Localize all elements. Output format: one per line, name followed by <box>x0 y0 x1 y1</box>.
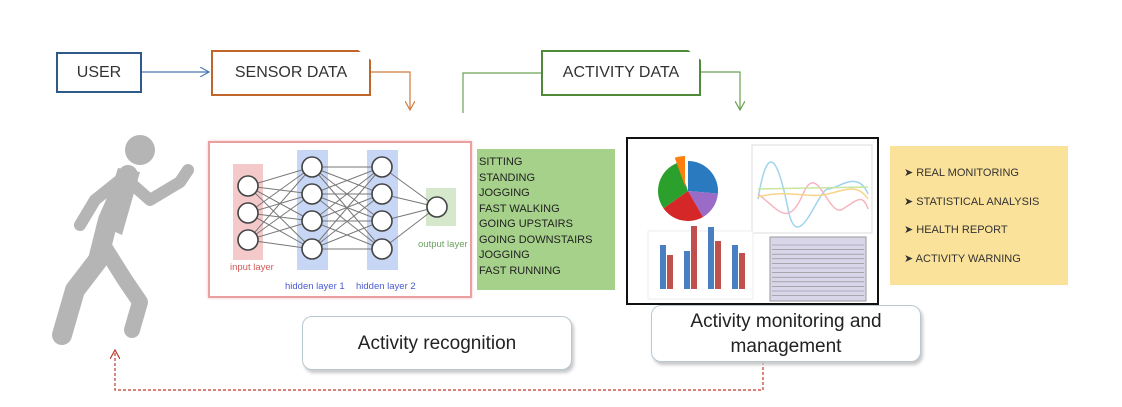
activity-item: GOING DOWNSTAIRS <box>479 233 593 246</box>
user-box: USER <box>56 52 142 93</box>
neuron-node <box>371 238 393 260</box>
connection-line <box>311 166 383 222</box>
feature-list: ➤ REAL MONITORING➤ STATISTICAL ANALYSIS➤… <box>890 146 1068 285</box>
hidden-layer-1-label: hidden layer 1 <box>285 281 345 292</box>
activity-item: SITTING <box>479 156 523 168</box>
activity-recognition-label: Activity recognition <box>357 332 517 354</box>
arrow-bullet-icon: ➤ <box>904 224 917 236</box>
output-layer-label: output layer <box>418 239 468 250</box>
feature-item: ➤ ACTIVITY WARNING <box>904 252 1068 265</box>
activity-item: STANDING <box>479 171 536 184</box>
activity-item: JOGGING <box>479 187 530 199</box>
activity-item: FAST WALKING <box>479 202 560 215</box>
connection-line <box>381 206 438 250</box>
activity-monitoring-label: Activity monitoring and management <box>690 310 882 357</box>
neural-network-graph <box>233 150 456 270</box>
bar <box>708 227 714 289</box>
connection-line <box>247 166 313 187</box>
neuron-node <box>237 202 259 224</box>
activity-recognition-caption: Activity recognition <box>302 316 572 370</box>
activity-monitoring-caption: Activity monitoring and management <box>651 305 921 362</box>
sensor-to-network-arrow <box>371 71 410 110</box>
neuron-node <box>237 229 259 251</box>
connection-line <box>247 193 313 241</box>
user-label: USER <box>76 63 122 81</box>
neuron-node <box>371 183 393 205</box>
sensor-data-box: SENSOR DATA <box>211 50 371 96</box>
dashboard-charts <box>647 144 873 302</box>
neuron-node <box>371 210 393 232</box>
feature-item: ➤ HEALTH REPORT <box>904 223 1068 236</box>
feedback-dashed-arrow <box>115 350 764 391</box>
network-to-activity-line <box>462 72 541 113</box>
bar <box>684 251 690 289</box>
activity-data-label: ACTIVITY DATA <box>562 64 680 81</box>
table-image <box>769 236 867 302</box>
connection-line <box>247 166 313 214</box>
arrow-bullet-icon: ➤ <box>904 195 917 208</box>
connection-line <box>247 220 313 241</box>
pie-slice <box>688 161 718 194</box>
sensor-data-label: SENSOR DATA <box>234 64 348 81</box>
activity-item: JOGGING <box>479 249 530 261</box>
feature-item: ➤ REAL MONITORING <box>904 166 1068 179</box>
neuron-node <box>371 156 393 178</box>
hidden-layer-2-label: hidden layer 2 <box>356 281 416 292</box>
line-series <box>757 188 869 200</box>
connection-line <box>311 220 383 250</box>
connection-line <box>311 166 383 250</box>
input-layer-label: input layer <box>230 262 274 273</box>
connection-line <box>311 193 383 250</box>
activity-item: GOING UPSTAIRS <box>479 218 573 230</box>
pie-slice <box>658 162 688 209</box>
dashboard-image <box>626 137 879 305</box>
connection-line <box>311 166 383 195</box>
connection-line <box>247 166 313 241</box>
pie-slice <box>688 191 718 217</box>
activity-item: FAST RUNNING <box>479 264 561 277</box>
neuron-node <box>426 196 448 218</box>
feature-label: REAL MONITORING <box>916 167 1019 179</box>
line-series <box>757 161 869 228</box>
activity-data-box: ACTIVITY DATA <box>541 50 701 96</box>
feature-label: STATISTICAL ANALYSIS <box>916 195 1040 208</box>
activity-list: SITTING STANDING JOGGING FAST WALKING GOING … <box>477 149 615 290</box>
runner-icon <box>52 135 194 345</box>
arrow-bullet-icon: ➤ <box>904 167 917 179</box>
feature-label: ACTIVITY WARNING <box>915 252 1021 265</box>
feature-label: HEALTH REPORT <box>916 224 1008 236</box>
neuron-node <box>237 175 259 197</box>
bar <box>691 226 697 289</box>
bar <box>660 245 666 289</box>
pie-slice <box>663 191 703 221</box>
neuron-node <box>301 183 323 205</box>
bar <box>739 253 745 289</box>
pie-slice <box>674 156 685 186</box>
bar <box>715 241 721 289</box>
bar <box>732 245 738 289</box>
activity-to-dashboard-arrow <box>701 71 740 110</box>
arrow-bullet-icon: ➤ <box>904 252 916 265</box>
bar <box>667 255 673 289</box>
neuron-node <box>301 238 323 260</box>
line-series <box>757 186 869 190</box>
connection-line <box>381 166 438 208</box>
neural-network-panel: input layer hidden layer 1 hidden layer … <box>208 141 472 298</box>
neuron-node <box>301 156 323 178</box>
neuron-node <box>301 210 323 232</box>
feature-item: ➤ STATISTICAL ANALYSIS <box>904 195 1068 208</box>
